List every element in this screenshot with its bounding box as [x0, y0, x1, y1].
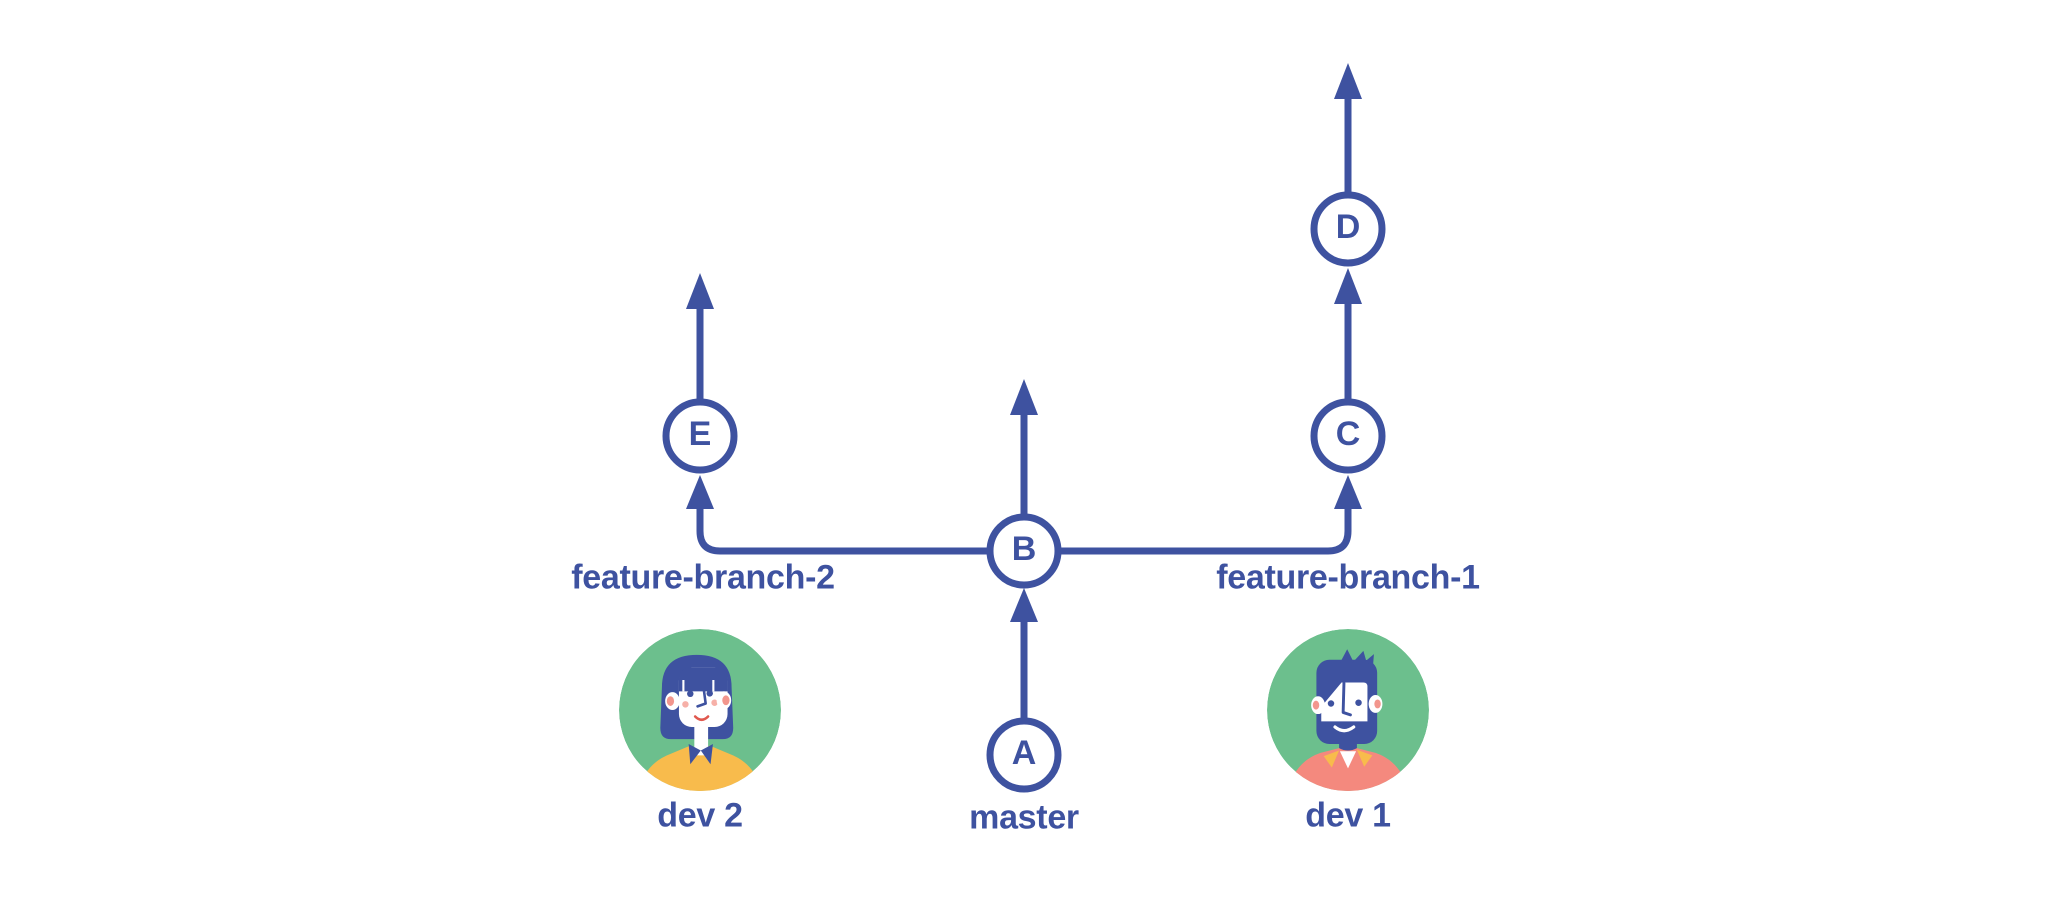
commit-label-e: E — [688, 414, 712, 453]
eye-right — [1355, 699, 1362, 706]
commit-node-b — [986, 513, 1062, 589]
commit-node-a — [986, 717, 1062, 793]
shirt — [1288, 748, 1408, 791]
arrowhead-fb2-tip-icon — [686, 273, 714, 309]
avatar-dev-2 — [619, 629, 781, 791]
arrowhead-to-d-icon — [1334, 268, 1362, 304]
ear-right-inner — [722, 695, 730, 706]
commit-label-d: D — [1335, 207, 1361, 246]
commit-node-c — [1310, 398, 1386, 474]
hair-spike-1 — [1339, 649, 1354, 664]
eye-left — [687, 690, 694, 698]
hair-spike-3 — [1364, 654, 1374, 665]
shirt — [638, 745, 762, 791]
cheek-left — [682, 701, 689, 708]
commit-label-a: A — [1011, 733, 1037, 772]
branch-label-master: master — [969, 798, 1079, 837]
undershirt — [1339, 751, 1357, 769]
developer-label-dev-1: dev 1 — [1305, 796, 1391, 835]
commit-node-e — [662, 398, 738, 474]
mouth — [1333, 725, 1356, 733]
edge-e-up — [686, 273, 714, 402]
arrowhead-master-tip-icon — [1010, 379, 1038, 415]
branch-label-feature-branch-2: feature-branch-2 — [571, 558, 835, 597]
collar-right — [1356, 749, 1373, 767]
eye-left — [1327, 700, 1335, 707]
collar-left — [1323, 750, 1340, 768]
arrowhead-to-e-icon — [686, 475, 714, 509]
collar-right — [700, 744, 713, 765]
ear-right-inner — [1374, 699, 1381, 709]
commit-label-b: B — [1011, 529, 1037, 568]
commit-label-c: C — [1335, 414, 1361, 453]
edge-b-up — [1010, 379, 1038, 517]
edge-a-to-b — [1010, 588, 1038, 721]
fringe — [678, 667, 728, 692]
hair-spike-2 — [1352, 650, 1367, 663]
nose — [1341, 681, 1352, 717]
cheek-right — [711, 699, 718, 706]
ear-left-inner — [1312, 700, 1320, 710]
arrowhead-to-b-icon — [1010, 588, 1038, 622]
collar-left — [688, 744, 701, 765]
commit-node-d — [1310, 191, 1386, 267]
developer-label-dev-2: dev 2 — [657, 796, 743, 835]
mouth — [693, 715, 710, 722]
eye-right — [706, 690, 713, 697]
neck — [1339, 734, 1357, 754]
edge-c-to-d — [1334, 268, 1362, 402]
arrowhead-to-c-icon — [1334, 475, 1362, 509]
edge-d-up — [1334, 63, 1362, 195]
nose — [696, 690, 707, 708]
arrowhead-fb1-tip-icon — [1334, 63, 1362, 99]
ear-left-inner — [666, 696, 675, 706]
avatar-dev-1 — [1267, 629, 1429, 791]
branch-label-feature-branch-1: feature-branch-1 — [1216, 558, 1480, 597]
